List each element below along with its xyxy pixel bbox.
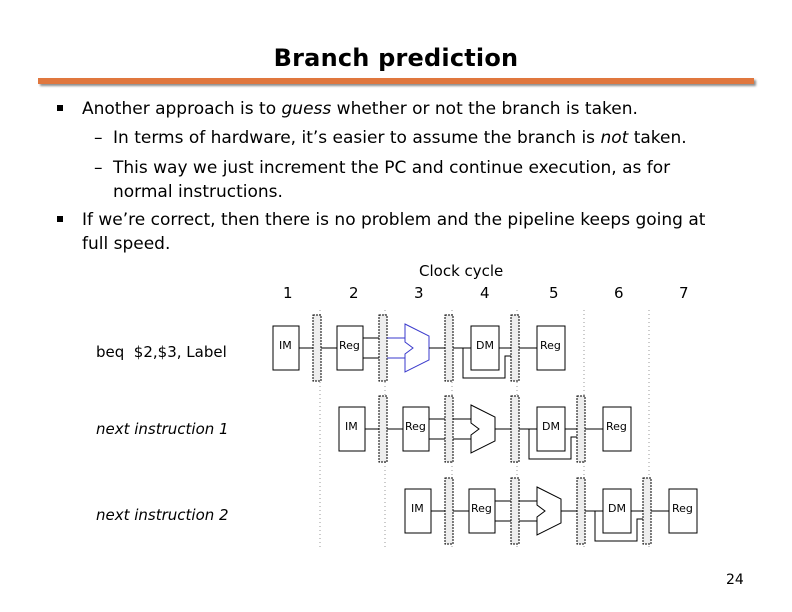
clock-cycle-label: Clock cycle [419,262,504,280]
sub-bullet-marker: – [94,158,103,178]
slide-title: Branch prediction [273,44,519,72]
instruction-label-beq: beq $2,$3, Label [96,343,227,361]
pipeline-latch [642,477,652,545]
alu-shape [404,323,430,373]
sub-bullet-2-line-2: normal instructions. [113,182,283,202]
bullet-1-text-a: Another approach is to [82,99,282,119]
title-rule [38,78,754,84]
pipeline-latch [378,395,388,463]
pipeline-latch [312,314,322,382]
bypass-wire [528,429,577,460]
sub-bullet-1: In terms of hardware, it’s easier to ass… [113,126,687,150]
stage-box-reg [468,488,496,534]
bullet-marker [57,105,63,111]
sub-bullet-1-text-a: In terms of hardware, it’s easier to ass… [113,128,601,148]
stage-label-dm: DM [542,420,560,433]
instruction-label-next-2: next instruction 2 [96,506,229,524]
bullet-1-text-b: whether or not the branch is taken. [331,99,638,119]
cycle-number: 4 [480,284,490,302]
alu-shape [536,486,562,536]
sub-bullet-1-text-b: taken. [628,128,687,148]
pipeline-latch [444,314,454,382]
bullet-2-line-2: full speed. [82,234,171,254]
stage-box-reg [402,406,430,452]
pipeline-latch [378,314,388,382]
pipeline-latch [576,395,586,463]
pipeline-latch [576,477,586,545]
stage-box-reg-writeback [536,325,566,371]
sub-bullet-2-line-1: This way we just increment the PC and co… [113,158,671,178]
bullet-marker [57,216,63,222]
stage-label-reg: Reg [471,502,492,515]
pipeline-latch [444,395,454,463]
stage-label-reg: Reg [339,339,360,352]
stage-label-im: IM [279,339,292,352]
cycle-number: 1 [283,284,293,302]
cycle-number: 7 [679,284,689,302]
alu-shape [470,404,496,454]
stage-label-reg: Reg [606,420,627,433]
bypass-wire [594,511,643,542]
pipeline-latch [510,314,520,382]
stage-label-dm: DM [608,502,626,515]
cycle-number: 2 [349,284,359,302]
cycle-number: 5 [549,284,559,302]
sub-bullet-1-emphasis: not [600,128,629,148]
stage-box-reg-writeback [668,488,698,534]
cycle-number: 3 [414,284,424,302]
stage-label-reg: Reg [672,502,693,515]
pipeline-latch [510,395,520,463]
instruction-label-next-1: next instruction 1 [96,420,229,438]
pipeline-latch [444,477,454,545]
bypass-wire [462,348,511,379]
cycle-number: 6 [614,284,624,302]
stage-box-reg [336,325,364,371]
stage-label-dm: DM [476,339,494,352]
stage-box-reg-writeback [602,406,632,452]
bullet-1-emphasis: guess [281,99,332,119]
stage-label-im: IM [411,502,424,515]
stage-label-reg: Reg [405,420,426,433]
stage-label-reg: Reg [540,339,561,352]
pipeline-latch [510,477,520,545]
page-number: 24 [726,572,744,588]
bullet-1: Another approach is to guess whether or … [82,97,638,121]
sub-bullet-marker: – [94,128,103,148]
bullet-2-line-1: If we’re correct, then there is no probl… [82,210,706,230]
stage-label-im: IM [345,420,358,433]
